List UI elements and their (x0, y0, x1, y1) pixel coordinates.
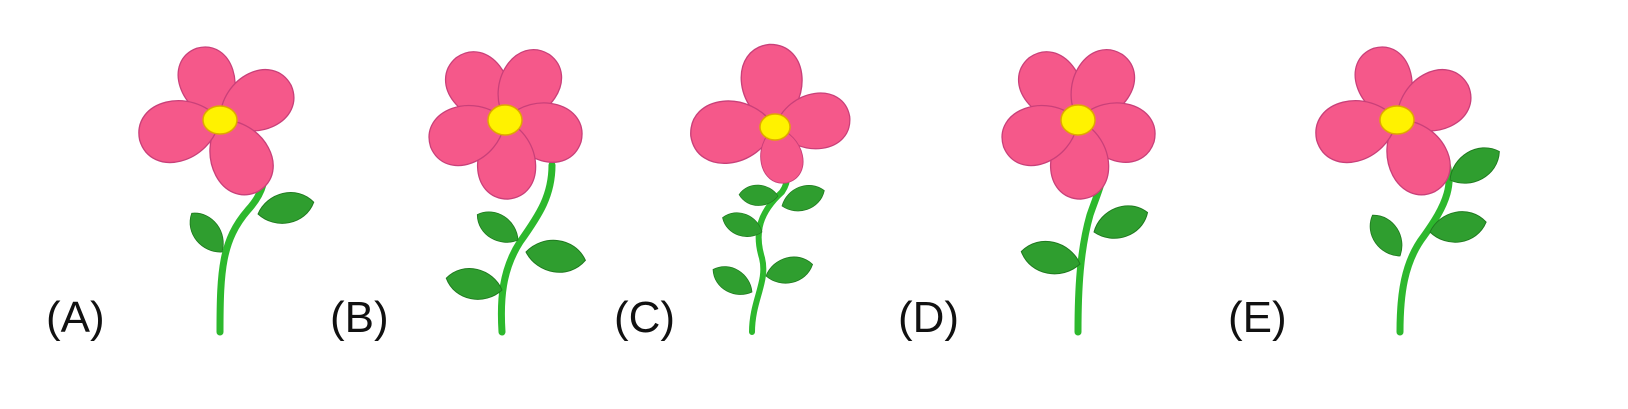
option-label-a: (A) (46, 293, 105, 342)
flower-d (993, 37, 1163, 336)
option-label-c: (C) (614, 293, 676, 342)
flower-head (1308, 39, 1482, 207)
flower-center (202, 105, 238, 135)
leaf (1088, 197, 1154, 247)
option-label-d: (D) (898, 293, 960, 342)
leaf (1361, 207, 1412, 264)
flower-c (686, 41, 855, 335)
flower-center (1060, 104, 1096, 136)
option-label-e: (E) (1228, 293, 1287, 342)
flower-a (131, 39, 318, 336)
leaf (523, 235, 589, 277)
option-label-b: (B) (330, 293, 389, 342)
flower-b (420, 37, 590, 336)
leaf (442, 263, 506, 306)
leaf (762, 251, 817, 289)
flower-center (759, 113, 791, 141)
flower-head (993, 37, 1163, 201)
flower-head (420, 37, 590, 201)
leaf (254, 187, 318, 230)
leaf (706, 258, 759, 303)
flower-e (1308, 39, 1508, 336)
flower-center (1379, 105, 1415, 135)
flower-head (686, 41, 855, 188)
leaf (1017, 235, 1084, 280)
flower-head (131, 39, 305, 207)
stem (497, 161, 556, 336)
flower-center (487, 104, 523, 136)
